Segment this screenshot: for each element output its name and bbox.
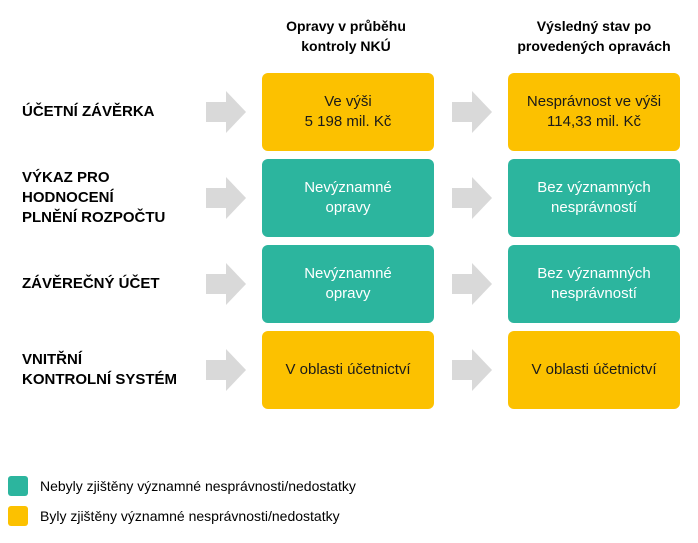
box-line: Nevýznamné [304,265,392,282]
row-label-line: PLNĚNÍ ROZPOČTU [22,209,166,226]
box-line: V oblasti účetnictví [531,361,657,378]
row-label-line: VÝKAZ PRO [22,169,110,186]
row-label-line: VNITŘNÍ [22,351,82,368]
box-line: 5 198 mil. Kč [304,113,392,130]
box-line: opravy [325,199,371,216]
legend-swatch-yellow [8,506,28,526]
status-box-final-state: Bez významných nesprávností [508,245,680,323]
box-line: Bez významných [537,179,651,196]
row-label-line: ZÁVĚREČNÝ ÚČET [22,275,160,292]
right-arrow-icon [452,177,492,219]
right-arrow-icon [206,263,246,305]
box-line: Ve výši [324,93,372,110]
header-line: provedených opravách [517,38,671,54]
status-box-final-state: V oblasti účetnictví [508,331,680,409]
legend-label: Byly zjištěny významné nesprávnosti/nedo… [40,508,340,524]
legend-label: Nebyly zjištěny významné nesprávnosti/ne… [40,478,356,494]
status-box-final-state: Nesprávnost ve výši 114,33 mil. Kč [508,73,680,151]
box-line: nesprávností [551,199,637,216]
status-box-corrections: V oblasti účetnictví [262,331,434,409]
header-line: kontroly NKÚ [301,38,391,54]
right-arrow-icon [206,349,246,391]
box-line: nesprávností [551,285,637,302]
status-box-corrections: Ve výši 5 198 mil. Kč [262,73,434,151]
row-label-ucetni-zaverka: ÚČETNÍ ZÁVĚRKA [22,73,192,151]
box-line: opravy [325,285,371,302]
header-line: Opravy v průběhu [286,18,406,34]
row-label-zaverecny-ucet: ZÁVĚREČNÝ ÚČET [22,245,192,323]
legend-swatch-teal [8,476,28,496]
right-arrow-icon [452,91,492,133]
row-label-line: HODNOCENÍ [22,189,114,206]
row-label-line: ÚČETNÍ ZÁVĚRKA [22,103,155,120]
header-line: Výsledný stav po [536,18,652,34]
status-box-corrections: Nevýznamné opravy [262,245,434,323]
status-box-corrections: Nevýznamné opravy [262,159,434,237]
right-arrow-icon [206,177,246,219]
box-line: Bez významných [537,265,651,282]
status-box-final-state: Bez významných nesprávností [508,159,680,237]
box-line: 114,33 mil. Kč [547,113,641,130]
box-line: V oblasti účetnictví [285,361,411,378]
right-arrow-icon [206,91,246,133]
column-header-corrections: Opravy v průběhu kontroly NKÚ [256,16,436,56]
box-line: Nevýznamné [304,179,392,196]
row-label-line: KONTROLNÍ SYSTÉM [22,371,178,388]
row-label-vnitrni-kontrolni-system: VNITŘNÍ KONTROLNÍ SYSTÉM [22,331,192,409]
column-header-final-state: Výsledný stav po provedených opravách [504,16,684,56]
right-arrow-icon [452,263,492,305]
right-arrow-icon [452,349,492,391]
row-label-vykaz: VÝKAZ PRO HODNOCENÍ PLNĚNÍ ROZPOČTU [22,159,192,237]
box-line: Nesprávnost ve výši [526,93,662,110]
